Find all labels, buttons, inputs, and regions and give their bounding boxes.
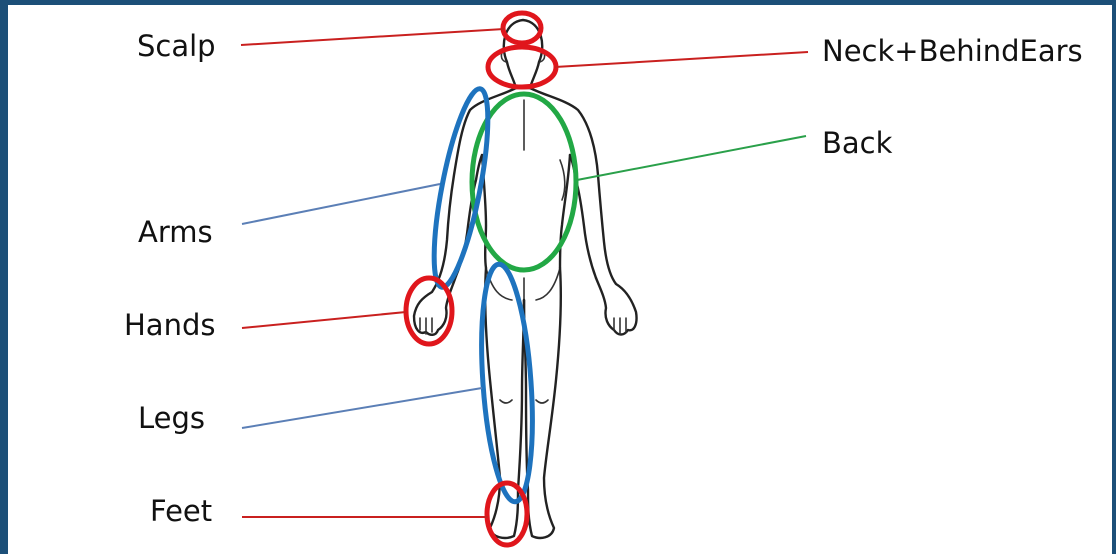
arms-label: Arms [138, 215, 213, 249]
legs-label: Legs [138, 401, 205, 435]
human-figure [414, 20, 637, 538]
back-label: Back [822, 126, 893, 160]
right-arm-outline [530, 88, 637, 335]
neck-region-ellipse [488, 47, 556, 87]
hip-line [486, 268, 560, 300]
neck-leader-line [555, 52, 808, 67]
head-outline [504, 20, 542, 88]
feet-label: Feet [150, 494, 212, 528]
scapula-right [560, 160, 565, 200]
scalp-leader-line [241, 29, 504, 45]
torso-right-side [560, 155, 570, 268]
left-arm-outline [414, 88, 516, 335]
knee-right-mark [536, 400, 548, 403]
legs-leader-line [242, 388, 482, 428]
hands-label: Hands [124, 308, 215, 342]
knee-left-mark [500, 400, 512, 403]
arms-region-ellipse [423, 85, 499, 291]
arms-leader-line [242, 184, 440, 224]
back-leader-line [577, 136, 806, 180]
scalp-label: Scalp [137, 29, 216, 63]
hands-leader-line [242, 312, 406, 328]
neck-behind-ears-label: Neck+BehindEars [822, 34, 1083, 68]
